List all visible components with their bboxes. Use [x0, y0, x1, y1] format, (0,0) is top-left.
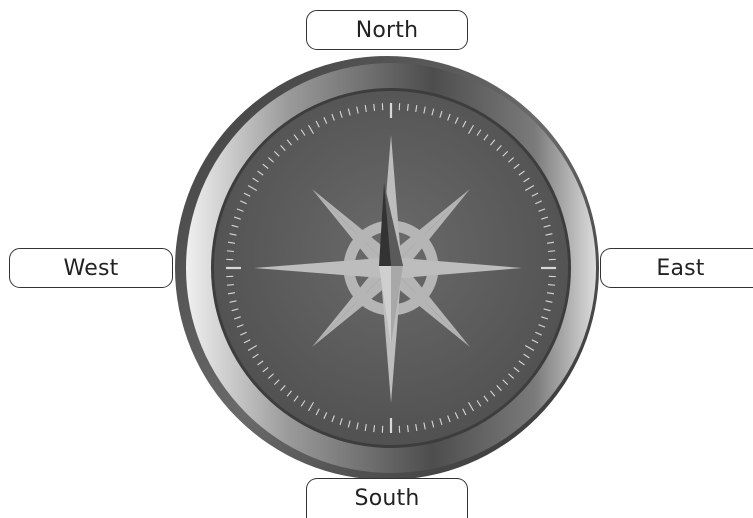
north-label: North: [306, 10, 468, 50]
south-label: South: [306, 478, 468, 518]
tick-mark: [548, 251, 555, 252]
south-label-text: South: [355, 486, 420, 511]
west-label-text: West: [64, 256, 119, 281]
tick-mark: [408, 104, 409, 111]
tick-mark: [227, 251, 234, 252]
tick-mark: [374, 425, 375, 432]
tick-mark: [408, 425, 409, 432]
tick-mark: [548, 285, 555, 286]
tick-mark: [374, 104, 375, 111]
north-label-text: North: [356, 18, 419, 43]
east-label: East: [600, 248, 753, 288]
tick-mark: [227, 285, 234, 286]
west-label: West: [9, 248, 173, 288]
east-label-text: East: [656, 256, 704, 281]
